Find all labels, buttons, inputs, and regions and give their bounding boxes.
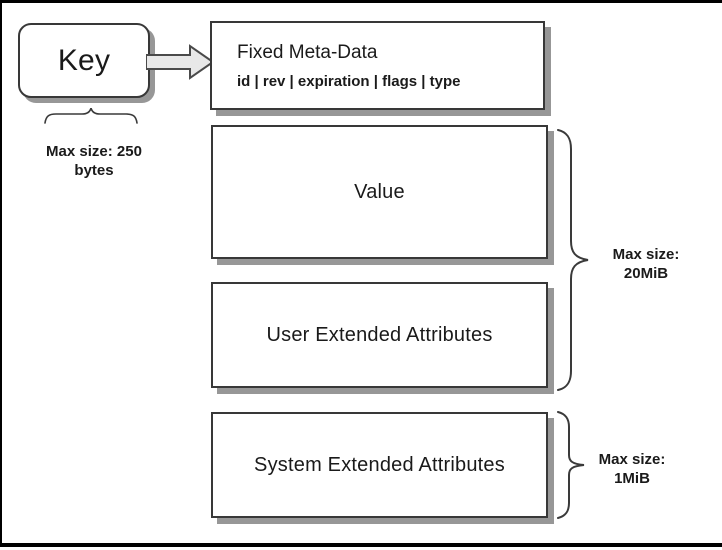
system-extended-attributes-label: System Extended Attributes bbox=[254, 453, 505, 476]
system-size-brace-icon bbox=[557, 411, 585, 519]
key-size-note-line1: Max size: 250 bbox=[46, 143, 142, 160]
key-size-brace-icon bbox=[44, 108, 138, 124]
fixed-meta-data-box: Fixed Meta-Data id | rev | expiration | … bbox=[210, 21, 545, 110]
user-extended-attributes-label: User Extended Attributes bbox=[266, 323, 493, 346]
value-size-note: Max size: 20MiB bbox=[598, 246, 694, 284]
key-size-note: Max size: 250 bytes bbox=[24, 143, 164, 181]
system-size-note-line1: Max size: bbox=[598, 451, 666, 468]
key-size-note-line2: bytes bbox=[74, 161, 114, 179]
fixed-meta-data-fields: id | rev | expiration | flags | type bbox=[237, 72, 461, 90]
value-size-note-line1: Max size: bbox=[612, 246, 680, 263]
system-size-note: Max size: 1MiB bbox=[588, 451, 676, 489]
system-extended-attributes-box: System Extended Attributes bbox=[211, 412, 548, 518]
frame-top-rule bbox=[0, 0, 722, 3]
frame-left-rule bbox=[0, 0, 2, 547]
value-size-note-line2: 20MiB bbox=[623, 264, 669, 282]
key-box: Key bbox=[18, 23, 150, 98]
system-size-note-line2: 1MiB bbox=[614, 469, 650, 487]
frame-bottom-rule bbox=[0, 543, 722, 547]
value-box: Value bbox=[211, 125, 548, 259]
fixed-meta-data-title: Fixed Meta-Data bbox=[237, 41, 378, 63]
key-to-meta-arrow-icon bbox=[146, 44, 215, 80]
value-box-label: Value bbox=[354, 180, 405, 203]
key-box-label: Key bbox=[57, 43, 111, 77]
value-size-brace-icon bbox=[557, 129, 589, 391]
user-extended-attributes-box: User Extended Attributes bbox=[211, 282, 548, 388]
